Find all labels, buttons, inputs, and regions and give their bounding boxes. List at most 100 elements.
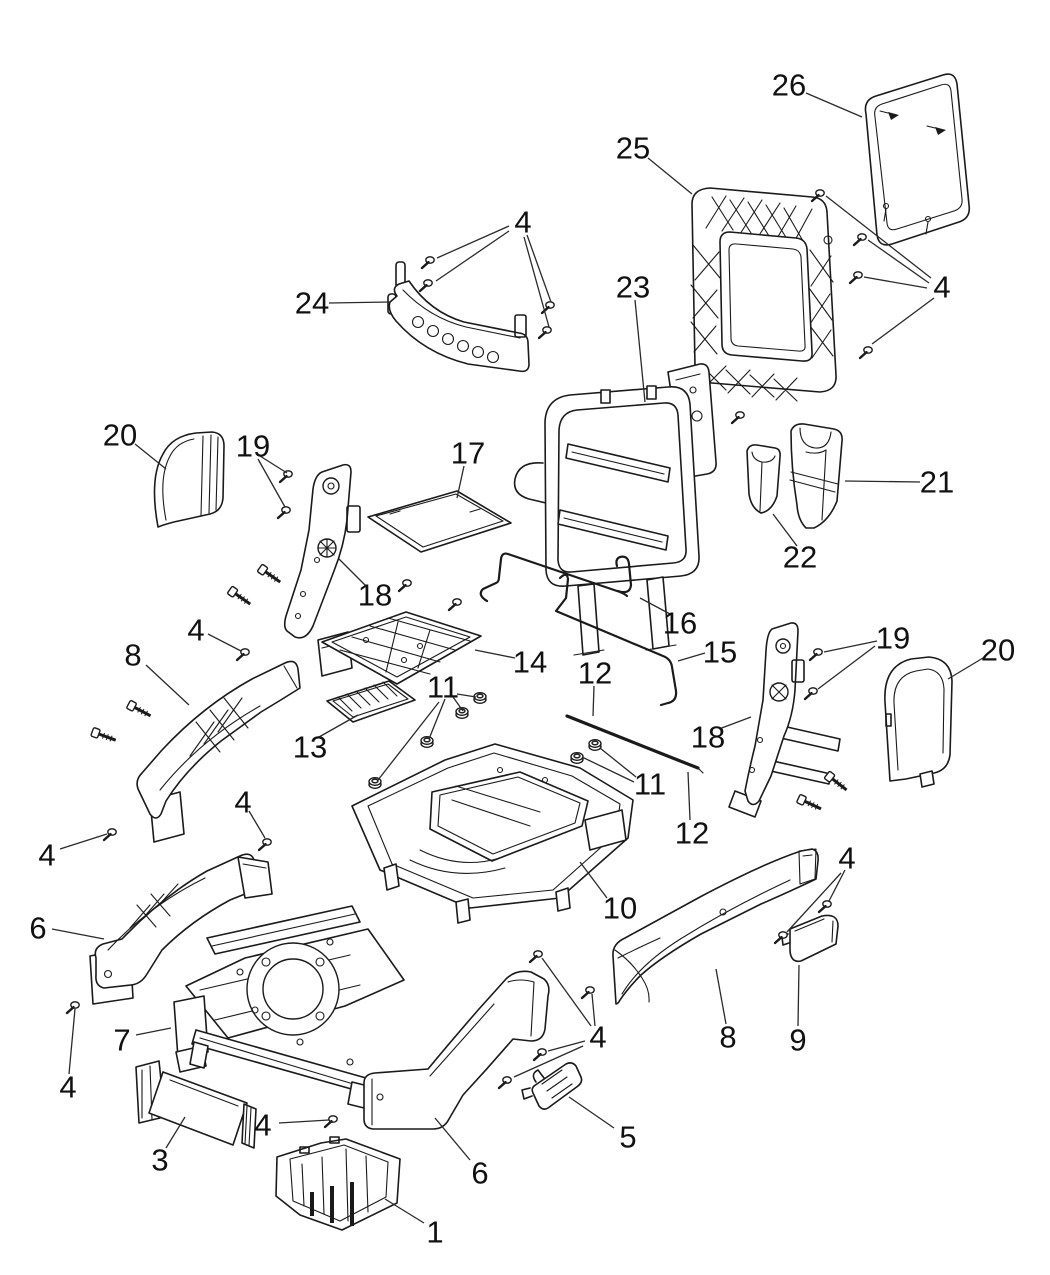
- leader-14: [474, 649, 516, 659]
- leader-10: [579, 861, 608, 899]
- callout-17: 17: [450, 435, 486, 471]
- part-8-shield-left: [136, 660, 301, 843]
- leader-4-bottom-middle: [278, 1119, 330, 1124]
- callout-25: 25: [615, 130, 651, 166]
- screw-icon: [257, 837, 273, 852]
- leader-4-top-middle: [435, 230, 510, 282]
- callout-23: 23: [615, 269, 651, 305]
- screw-icon: [730, 410, 746, 425]
- screw-icon: [848, 270, 864, 285]
- callout-4-top-middle: 4: [514, 204, 532, 240]
- part-23-seatback-frame: [513, 363, 717, 656]
- callout-19-right: 19: [875, 620, 911, 656]
- leader-11-left: [456, 693, 477, 698]
- screw-icon: [808, 647, 824, 662]
- part-17-back-board: [367, 490, 512, 553]
- part-6-shield-middle: [363, 970, 550, 1130]
- callout-4-far-left: 4: [38, 837, 56, 873]
- leader-lines: [51, 92, 984, 1224]
- callout-4-center-bottom: 4: [589, 1019, 607, 1055]
- screw-icon: [852, 232, 868, 247]
- leader-5: [568, 1096, 615, 1129]
- leader-8-right: [715, 968, 727, 1025]
- part-5-latch-cover: [521, 1062, 583, 1110]
- part-26-closeout-panel: [864, 73, 971, 246]
- callout-14: 14: [512, 644, 548, 680]
- part-24-header-trim: [387, 261, 530, 373]
- leader-11-right: [599, 747, 637, 778]
- leader-23: [634, 299, 646, 403]
- leader-13: [318, 714, 359, 738]
- leader-4-center-bottom: [513, 1045, 584, 1078]
- callout-24: 24: [294, 285, 330, 321]
- leader-12-lower: [687, 771, 691, 821]
- leader-20-left: [134, 443, 167, 470]
- callout-19-left: 19: [235, 428, 271, 464]
- callout-4-top-right: 4: [933, 269, 951, 305]
- bolt-icon: [89, 725, 119, 746]
- leader-22: [772, 513, 798, 547]
- callout-16: 16: [662, 605, 698, 641]
- bolt-icon: [225, 584, 255, 610]
- part-13-trim-strip: [326, 680, 416, 723]
- screw-icon: [497, 1075, 513, 1090]
- nut-icon: [588, 739, 602, 751]
- screw-icon: [858, 345, 874, 360]
- leader-4-left-upper: [207, 633, 242, 652]
- leader-4-center-bottom: [547, 1040, 586, 1052]
- screw-icon: [537, 325, 553, 340]
- part-6-shield-left: [89, 853, 273, 1005]
- leader-3: [165, 1116, 186, 1149]
- leader-7: [135, 1027, 172, 1036]
- leader-4-top-right: [867, 239, 930, 284]
- callout-4-bottom-middle: 4: [254, 1107, 272, 1143]
- leader-19-right: [817, 645, 876, 690]
- leader-19-left: [257, 458, 286, 508]
- part-8-shield-right: [612, 848, 819, 1005]
- part-18-recliner-right: [728, 622, 841, 818]
- leader-11-left: [377, 701, 440, 781]
- callout-12-upper: 12: [577, 655, 613, 691]
- leader-21: [844, 480, 921, 483]
- screw-icon: [397, 578, 413, 593]
- clip-icon: [879, 110, 946, 235]
- callout-22: 22: [782, 539, 818, 575]
- screw-icon: [817, 899, 833, 914]
- leader-4-top-middle: [523, 236, 550, 328]
- callout-26: 26: [771, 67, 807, 103]
- callout-21: 21: [919, 464, 955, 500]
- leader-4-top-middle: [526, 234, 552, 303]
- callout-4-left-middle: 4: [234, 784, 252, 820]
- leader-20-right: [947, 657, 984, 680]
- screw-icon: [323, 1114, 339, 1129]
- callout-4-right: 4: [838, 840, 856, 876]
- leader-24: [328, 301, 392, 304]
- callout-4-left-upper: 4: [187, 612, 205, 648]
- screw-icon: [532, 1047, 548, 1062]
- nut-icon: [473, 692, 487, 704]
- bolt-icon: [255, 562, 285, 588]
- screw-icon: [420, 255, 436, 270]
- part-12-rod: [565, 714, 704, 774]
- leader-15: [677, 652, 706, 662]
- callout-7: 7: [113, 1022, 131, 1058]
- part-18-recliner-left: [283, 463, 361, 639]
- leader-11-left: [428, 698, 446, 740]
- leader-8-left: [145, 664, 190, 706]
- part-20-pivot-cover-right: [884, 656, 953, 788]
- part-10-cushion-pan: [351, 743, 634, 924]
- leader-4-left-middle: [248, 810, 266, 839]
- screw-icon: [276, 505, 292, 520]
- leader-4-far-left: [59, 833, 108, 850]
- leader-18-left: [338, 558, 367, 587]
- callout-13: 13: [292, 729, 328, 765]
- callout-11-left: 11: [426, 669, 460, 705]
- leader-4-top-right: [871, 297, 935, 345]
- leader-4-center-bottom: [541, 957, 592, 1027]
- leader-1: [384, 1198, 425, 1224]
- callout-6-middle: 6: [471, 1155, 489, 1191]
- leader-11-right: [581, 756, 635, 783]
- part-3-bracket: [135, 1060, 257, 1149]
- leader-4-right: [828, 869, 846, 902]
- callout-8-right: 8: [719, 1019, 737, 1055]
